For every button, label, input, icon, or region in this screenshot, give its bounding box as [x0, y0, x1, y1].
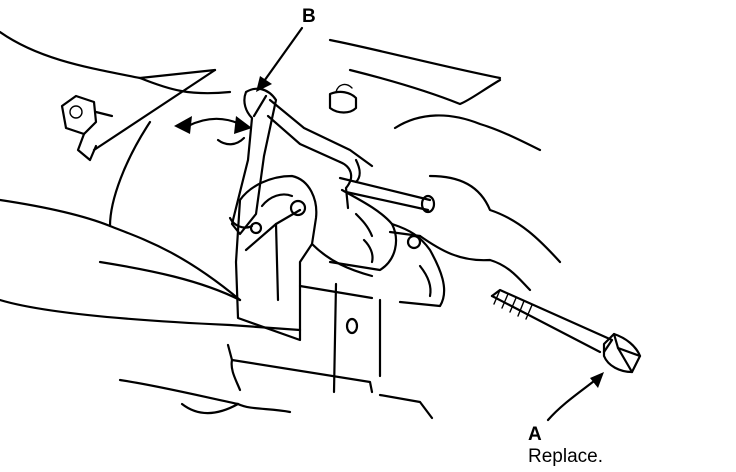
block-lower-contour [418, 234, 532, 292]
fork-inner-edge [252, 94, 268, 118]
case-left-curve [0, 120, 152, 228]
case-bottom-tail [236, 402, 292, 414]
arm-lower-edge [266, 114, 342, 164]
movement-arrow-head-right [234, 116, 252, 134]
case-bottom-lip [180, 402, 240, 415]
lower-flange [226, 343, 374, 394]
bolt-head [60, 94, 98, 136]
mount-bolt-hole [406, 234, 422, 250]
mount-body [328, 188, 398, 272]
case-upper-edge [0, 30, 217, 80]
case-diagonal-edge [92, 68, 217, 152]
rod-end-cap [420, 194, 436, 214]
shift-arm [266, 98, 436, 214]
lower-flange-right [378, 393, 434, 420]
arm-upper-edge [268, 98, 374, 168]
fork-pivot-hole [249, 221, 263, 235]
movement-arrow-line [186, 117, 242, 128]
callout-a: A Replace. [528, 372, 604, 467]
case-seam-line [98, 260, 242, 302]
bolt-threads [493, 289, 533, 320]
callout-b-arrowhead [256, 76, 272, 92]
callout-a-leader [546, 376, 600, 422]
bracket-link-top [310, 242, 374, 278]
rod-bottom [344, 190, 430, 212]
mount-right-lobe [390, 222, 446, 308]
callout-a-note: Replace. [528, 446, 603, 467]
block-mid-curve [393, 114, 542, 152]
case-mid-line [0, 298, 302, 332]
shift-fork [216, 87, 278, 236]
mount-bracket [234, 174, 382, 394]
bracket-slot [345, 317, 359, 335]
block-top-edge [328, 38, 502, 80]
bracket-rib [274, 222, 280, 302]
mounting-bolt [490, 288, 642, 374]
left-bolt [60, 94, 114, 162]
bracket-outline [234, 174, 318, 342]
fork-base-curve [228, 216, 254, 229]
arm-joint [354, 158, 361, 184]
bolt-hex-face [616, 346, 642, 358]
block-right-contour [428, 174, 562, 264]
callout-b-letter: B [302, 6, 316, 27]
bracket-plate-left [332, 282, 338, 394]
callout-a-letter: A [528, 424, 542, 445]
bolt-hex-head [602, 332, 642, 374]
callout-a-arrowhead [590, 372, 604, 388]
block-boss [328, 90, 358, 114]
block-boss-top [335, 83, 353, 93]
mount-inner-curve [418, 264, 432, 298]
bolt-body-bottom [490, 294, 602, 354]
transmission-case [0, 30, 434, 420]
bolt-shank [94, 110, 114, 118]
bracket-hole [289, 199, 307, 217]
case-lower-edge [108, 224, 242, 302]
mount-detail-2 [362, 238, 374, 264]
callout-b-leader [260, 26, 304, 86]
mount-detail-1 [354, 212, 374, 238]
fork-lower-prong [216, 136, 246, 146]
case-bottom-line [118, 378, 240, 406]
bolt-head-center [69, 105, 83, 119]
transmission-mount [328, 188, 446, 308]
bolt-thread-outline-top [490, 288, 614, 354]
bolt-flange [76, 132, 98, 162]
lower-flange-side [230, 358, 242, 392]
movement-arrow-head-left [174, 116, 192, 134]
callout-b: B [256, 6, 316, 92]
engine-block [328, 38, 562, 292]
movement-arrow [174, 116, 252, 134]
block-upper-curve [348, 68, 502, 106]
bracket-ring-inner [260, 193, 294, 208]
arm-end [338, 160, 353, 210]
